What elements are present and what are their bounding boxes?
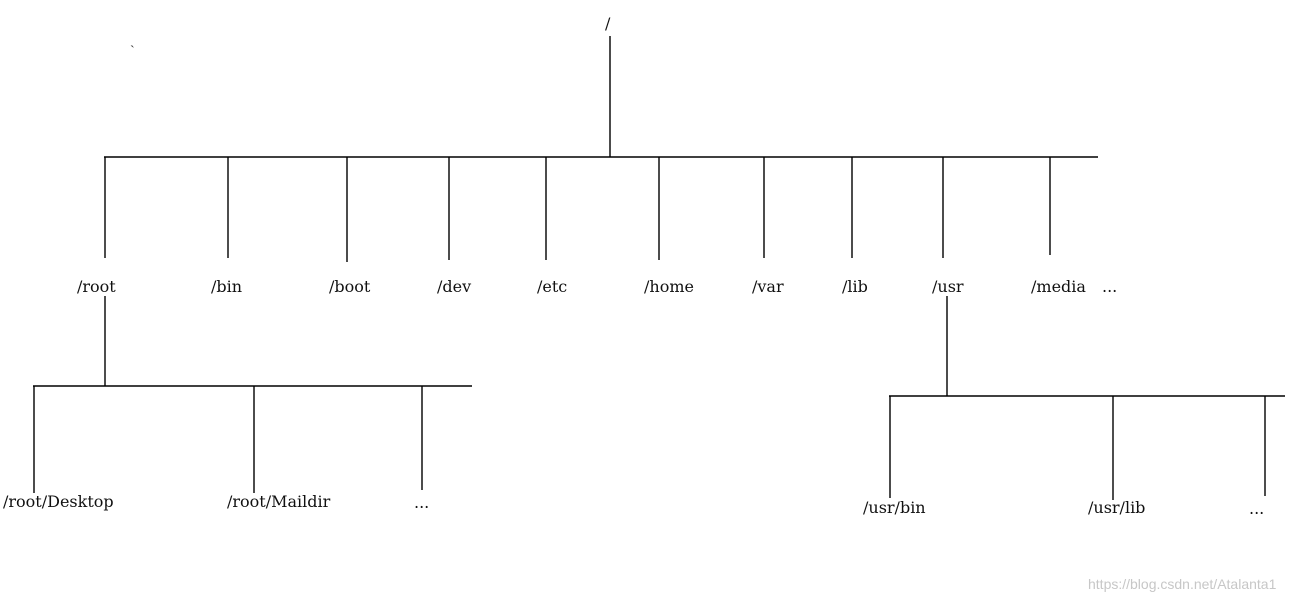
node-bin: /bin (211, 277, 243, 296)
node-root-maildir: /root/Maildir (227, 492, 331, 511)
node-root: /root (77, 277, 116, 296)
node-var: /var (752, 277, 784, 296)
stray-backtick-mark: ` (130, 44, 135, 59)
node-lib: /lib (842, 277, 868, 296)
node-usr-bin: /usr/bin (863, 498, 926, 517)
node-root-slash: / (605, 14, 611, 33)
node-usr: /usr (932, 277, 964, 296)
node-boot: /boot (329, 277, 371, 296)
node-root-desktop: /root/Desktop (3, 492, 114, 511)
node-etc: /etc (537, 277, 568, 296)
node-dev: /dev (437, 277, 472, 296)
node-home: /home (644, 277, 694, 296)
node-root-more: ... (414, 493, 430, 512)
node-level1-more: ... (1102, 277, 1118, 296)
node-usr-more: ... (1249, 499, 1265, 518)
node-usr-lib: /usr/lib (1088, 498, 1146, 517)
node-media: /media (1031, 277, 1086, 296)
watermark-url: https://blog.csdn.net/Atalanta1 (1088, 576, 1277, 592)
